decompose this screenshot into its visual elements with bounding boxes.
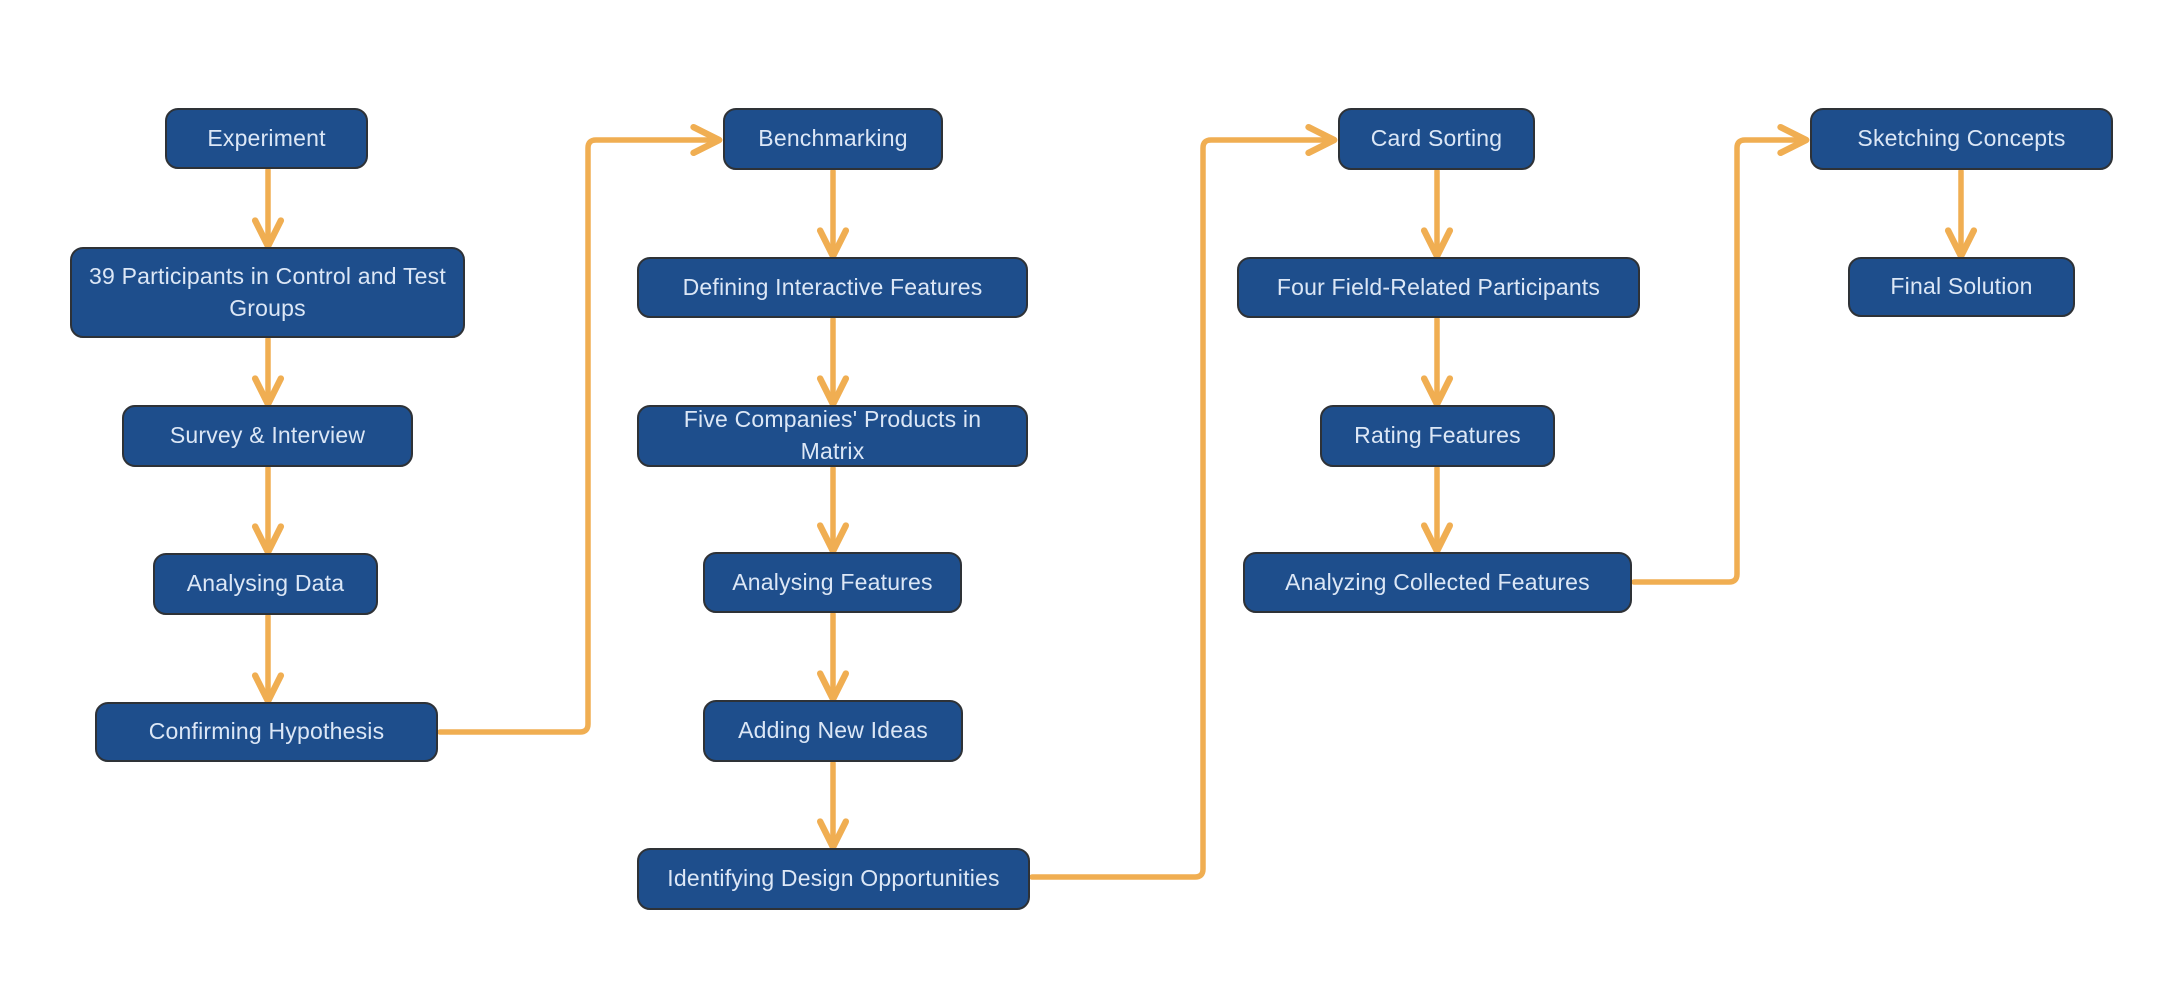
node-five-companies-products: Five Companies' Products in Matrix [637, 405, 1028, 467]
edge-identifying-design-opportunities-to-card-sorting [1029, 123, 1338, 880]
node-benchmarking: Benchmarking [723, 108, 943, 170]
node-confirming-hypothesis: Confirming Hypothesis [95, 702, 438, 762]
node-identifying-design-opportunities: Identifying Design Opportunities [637, 848, 1030, 910]
node-defining-interactive-features: Defining Interactive Features [637, 257, 1028, 318]
edge-analyzing-collected-features-to-sketching-concepts [1631, 123, 1810, 585]
node-sketching-concepts: Sketching Concepts [1810, 108, 2113, 170]
node-analysing-features: Analysing Features [703, 552, 962, 613]
edge-confirming-hypothesis-to-benchmarking [437, 123, 723, 735]
node-analyzing-collected-features: Analyzing Collected Features [1243, 552, 1632, 613]
node-participants: 39 Participants in Control and Test Grou… [70, 247, 465, 338]
node-final-solution: Final Solution [1848, 257, 2075, 317]
node-adding-new-ideas: Adding New Ideas [703, 700, 963, 762]
node-card-sorting: Card Sorting [1338, 108, 1535, 170]
node-experiment: Experiment [165, 108, 368, 169]
node-analysing-data: Analysing Data [153, 553, 378, 615]
node-survey-interview: Survey & Interview [122, 405, 413, 467]
node-four-field-related-participants: Four Field-Related Participants [1237, 257, 1640, 318]
node-rating-features: Rating Features [1320, 405, 1555, 467]
